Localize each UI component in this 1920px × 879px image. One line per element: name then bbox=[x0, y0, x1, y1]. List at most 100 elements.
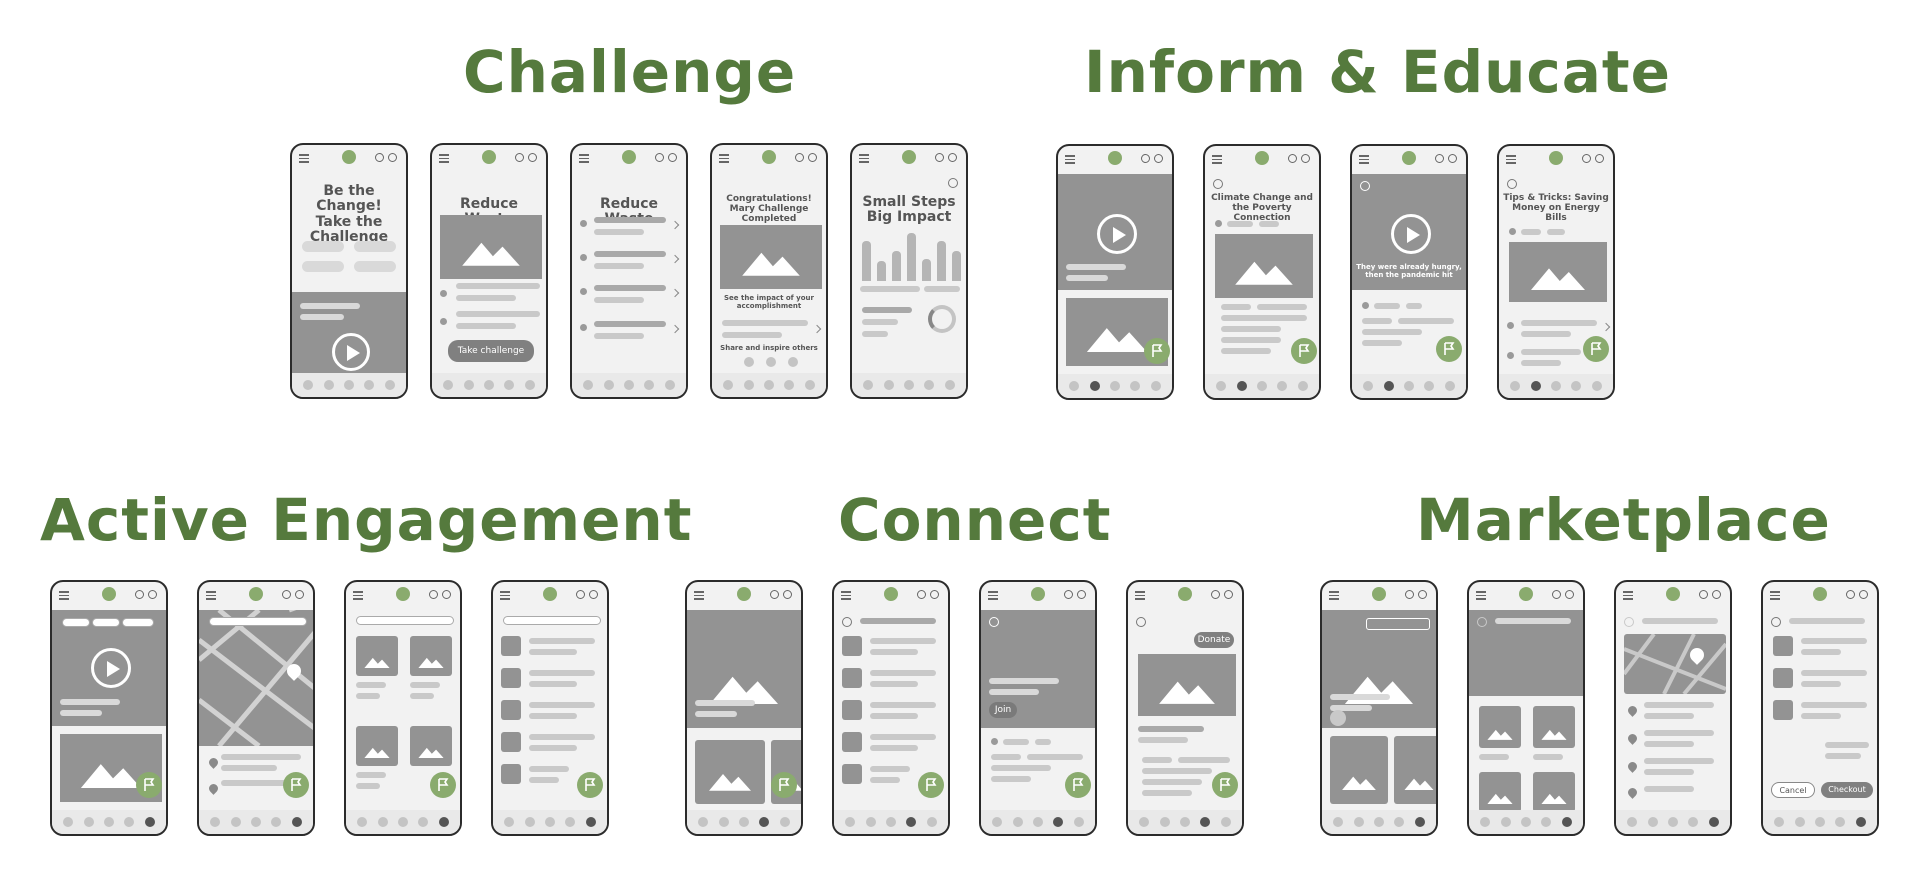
mountain-image-icon[interactable] bbox=[410, 636, 452, 676]
nav-tab-icon[interactable] bbox=[926, 817, 937, 827]
user-icon[interactable] bbox=[1565, 590, 1574, 599]
cart-icon[interactable] bbox=[1330, 710, 1346, 726]
search-icon[interactable] bbox=[282, 590, 291, 599]
nav-tab-icon[interactable] bbox=[384, 380, 395, 390]
menu-icon[interactable] bbox=[719, 154, 729, 163]
nav-tab-icon[interactable] bbox=[865, 817, 876, 827]
user-icon[interactable] bbox=[1595, 154, 1604, 163]
back-icon[interactable] bbox=[1477, 617, 1487, 627]
user-icon[interactable] bbox=[1154, 154, 1163, 163]
search-icon[interactable] bbox=[429, 590, 438, 599]
nav-tab-icon[interactable] bbox=[418, 817, 429, 827]
nav-tab-icon[interactable] bbox=[1277, 381, 1288, 391]
menu-icon[interactable] bbox=[1329, 591, 1339, 600]
nav-tab-icon[interactable] bbox=[438, 817, 449, 827]
check-icon[interactable] bbox=[580, 220, 587, 227]
nav-tab-icon[interactable] bbox=[1571, 381, 1582, 391]
nav-tab-icon[interactable] bbox=[377, 817, 388, 827]
mountain-image-icon[interactable] bbox=[1394, 736, 1436, 804]
nav-tab-icon[interactable] bbox=[483, 380, 494, 390]
chevron-right-icon[interactable] bbox=[670, 254, 680, 264]
nav-tab-icon[interactable] bbox=[1297, 381, 1308, 391]
nav-tab-icon[interactable] bbox=[1394, 817, 1405, 827]
search-icon[interactable] bbox=[935, 153, 944, 162]
nav-tab-icon[interactable] bbox=[623, 380, 634, 390]
nav-tab-icon[interactable] bbox=[1530, 381, 1541, 391]
search-icon[interactable] bbox=[1288, 154, 1297, 163]
nav-tab-icon[interactable] bbox=[1333, 817, 1344, 827]
search-icon[interactable] bbox=[1405, 590, 1414, 599]
user-icon[interactable] bbox=[148, 590, 157, 599]
menu-icon[interactable] bbox=[500, 591, 510, 600]
back-icon[interactable] bbox=[1213, 179, 1223, 189]
nav-tab-icon[interactable] bbox=[585, 817, 596, 827]
check-icon[interactable] bbox=[580, 288, 587, 295]
nav-tab-icon[interactable] bbox=[1627, 817, 1638, 827]
nav-tab-icon[interactable] bbox=[364, 380, 375, 390]
nav-tab-icon[interactable] bbox=[759, 817, 770, 827]
mountain-image-icon[interactable] bbox=[1479, 706, 1521, 748]
nav-tab-icon[interactable] bbox=[504, 817, 515, 827]
nav-tab-icon[interactable] bbox=[644, 380, 655, 390]
flag-button[interactable] bbox=[430, 772, 456, 798]
nav-tab-icon[interactable] bbox=[664, 380, 675, 390]
nav-tab-icon[interactable] bbox=[565, 817, 576, 827]
nav-tab-icon[interactable] bbox=[1520, 817, 1531, 827]
nav-tab-icon[interactable] bbox=[804, 380, 815, 390]
flag-button[interactable] bbox=[283, 772, 309, 798]
nav-tab-icon[interactable] bbox=[1139, 817, 1150, 827]
nav-tab-icon[interactable] bbox=[63, 817, 74, 827]
nav-tab-icon[interactable] bbox=[583, 380, 594, 390]
user-icon[interactable] bbox=[1224, 590, 1233, 599]
search-icon[interactable] bbox=[1211, 590, 1220, 599]
menu-icon[interactable] bbox=[299, 154, 309, 163]
nav-tab-icon[interactable] bbox=[83, 817, 94, 827]
nav-tab-icon[interactable] bbox=[1032, 817, 1043, 827]
close-icon[interactable] bbox=[948, 178, 958, 188]
flag-button[interactable] bbox=[577, 772, 603, 798]
menu-icon[interactable] bbox=[1506, 155, 1516, 164]
mountain-image-icon[interactable] bbox=[1479, 772, 1521, 812]
menu-icon[interactable] bbox=[579, 154, 589, 163]
flag-button[interactable] bbox=[136, 772, 162, 798]
search-icon[interactable] bbox=[135, 590, 144, 599]
search-icon[interactable] bbox=[1435, 154, 1444, 163]
nav-tab-icon[interactable] bbox=[1236, 381, 1247, 391]
mountain-image-icon[interactable] bbox=[1533, 706, 1575, 748]
nav-tab-icon[interactable] bbox=[944, 380, 955, 390]
nav-tab-icon[interactable] bbox=[1109, 381, 1120, 391]
nav-tab-icon[interactable] bbox=[1200, 817, 1211, 827]
join-button[interactable]: Join bbox=[989, 702, 1017, 718]
search-icon[interactable] bbox=[1064, 590, 1073, 599]
menu-icon[interactable] bbox=[1065, 155, 1075, 164]
nav-tab-icon[interactable] bbox=[323, 380, 334, 390]
check-icon[interactable] bbox=[580, 254, 587, 261]
nav-tab-icon[interactable] bbox=[1256, 381, 1267, 391]
user-icon[interactable] bbox=[808, 153, 817, 162]
user-icon[interactable] bbox=[668, 153, 677, 162]
menu-icon[interactable] bbox=[1359, 155, 1369, 164]
search-icon[interactable] bbox=[1846, 590, 1855, 599]
nav-tab-icon[interactable] bbox=[903, 380, 914, 390]
search-icon[interactable] bbox=[770, 590, 779, 599]
mountain-image-icon[interactable] bbox=[695, 740, 765, 804]
mountain-image-icon[interactable] bbox=[356, 636, 398, 676]
back-icon[interactable] bbox=[989, 617, 999, 627]
nav-tab-icon[interactable] bbox=[1073, 817, 1084, 827]
nav-tab-icon[interactable] bbox=[1373, 817, 1384, 827]
back-icon[interactable] bbox=[1136, 617, 1146, 627]
nav-tab-icon[interactable] bbox=[885, 817, 896, 827]
user-icon[interactable] bbox=[589, 590, 598, 599]
nav-tab-icon[interactable] bbox=[1383, 381, 1394, 391]
back-icon[interactable] bbox=[1771, 617, 1781, 627]
nav-tab-icon[interactable] bbox=[1855, 817, 1866, 827]
search-icon[interactable] bbox=[1552, 590, 1561, 599]
nav-tab-icon[interactable] bbox=[291, 817, 302, 827]
nav-tab-icon[interactable] bbox=[718, 817, 729, 827]
chevron-right-icon[interactable] bbox=[670, 288, 680, 298]
nav-tab-icon[interactable] bbox=[1424, 381, 1435, 391]
flag-button[interactable] bbox=[1212, 772, 1238, 798]
menu-icon[interactable] bbox=[439, 154, 449, 163]
nav-tab-icon[interactable] bbox=[1130, 381, 1141, 391]
nav-tab-icon[interactable] bbox=[763, 380, 774, 390]
